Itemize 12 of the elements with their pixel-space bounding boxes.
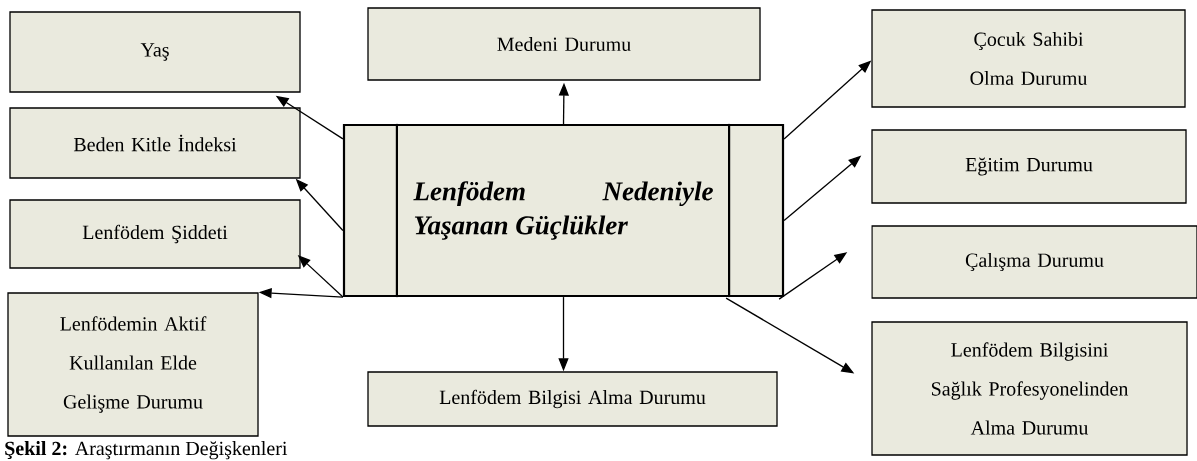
central-box: Lenfödem Nedeniyle Yaşanan Güçlükler	[342, 123, 785, 298]
variable-box: Çalışma Durumu	[871, 225, 1197, 299]
variable-box: Eğitim Durumu	[871, 129, 1187, 204]
variable-box: Yaş	[9, 11, 301, 93]
variable-box: Beden Kitle İndeksi	[9, 107, 301, 179]
variable-box: Lenfödem Şiddeti	[9, 199, 301, 269]
variable-box: Lenfödemin Aktif Kullanılan Elde Gelişme Durumu	[7, 292, 259, 437]
variable-box: Çocuk Sahibi Olma Durumu	[871, 9, 1186, 108]
figure-caption: Şekil 2: Araştırmanın Değişkenleri	[5, 441, 288, 460]
variable-box: Lenfödem Bilgisini Sağlık Profesyonelinden Alma Durumu	[871, 321, 1188, 456]
variable-box: Medeni Durumu	[367, 7, 761, 81]
variable-box: Lenfödem Bilgisi Alma Durumu	[367, 371, 778, 427]
